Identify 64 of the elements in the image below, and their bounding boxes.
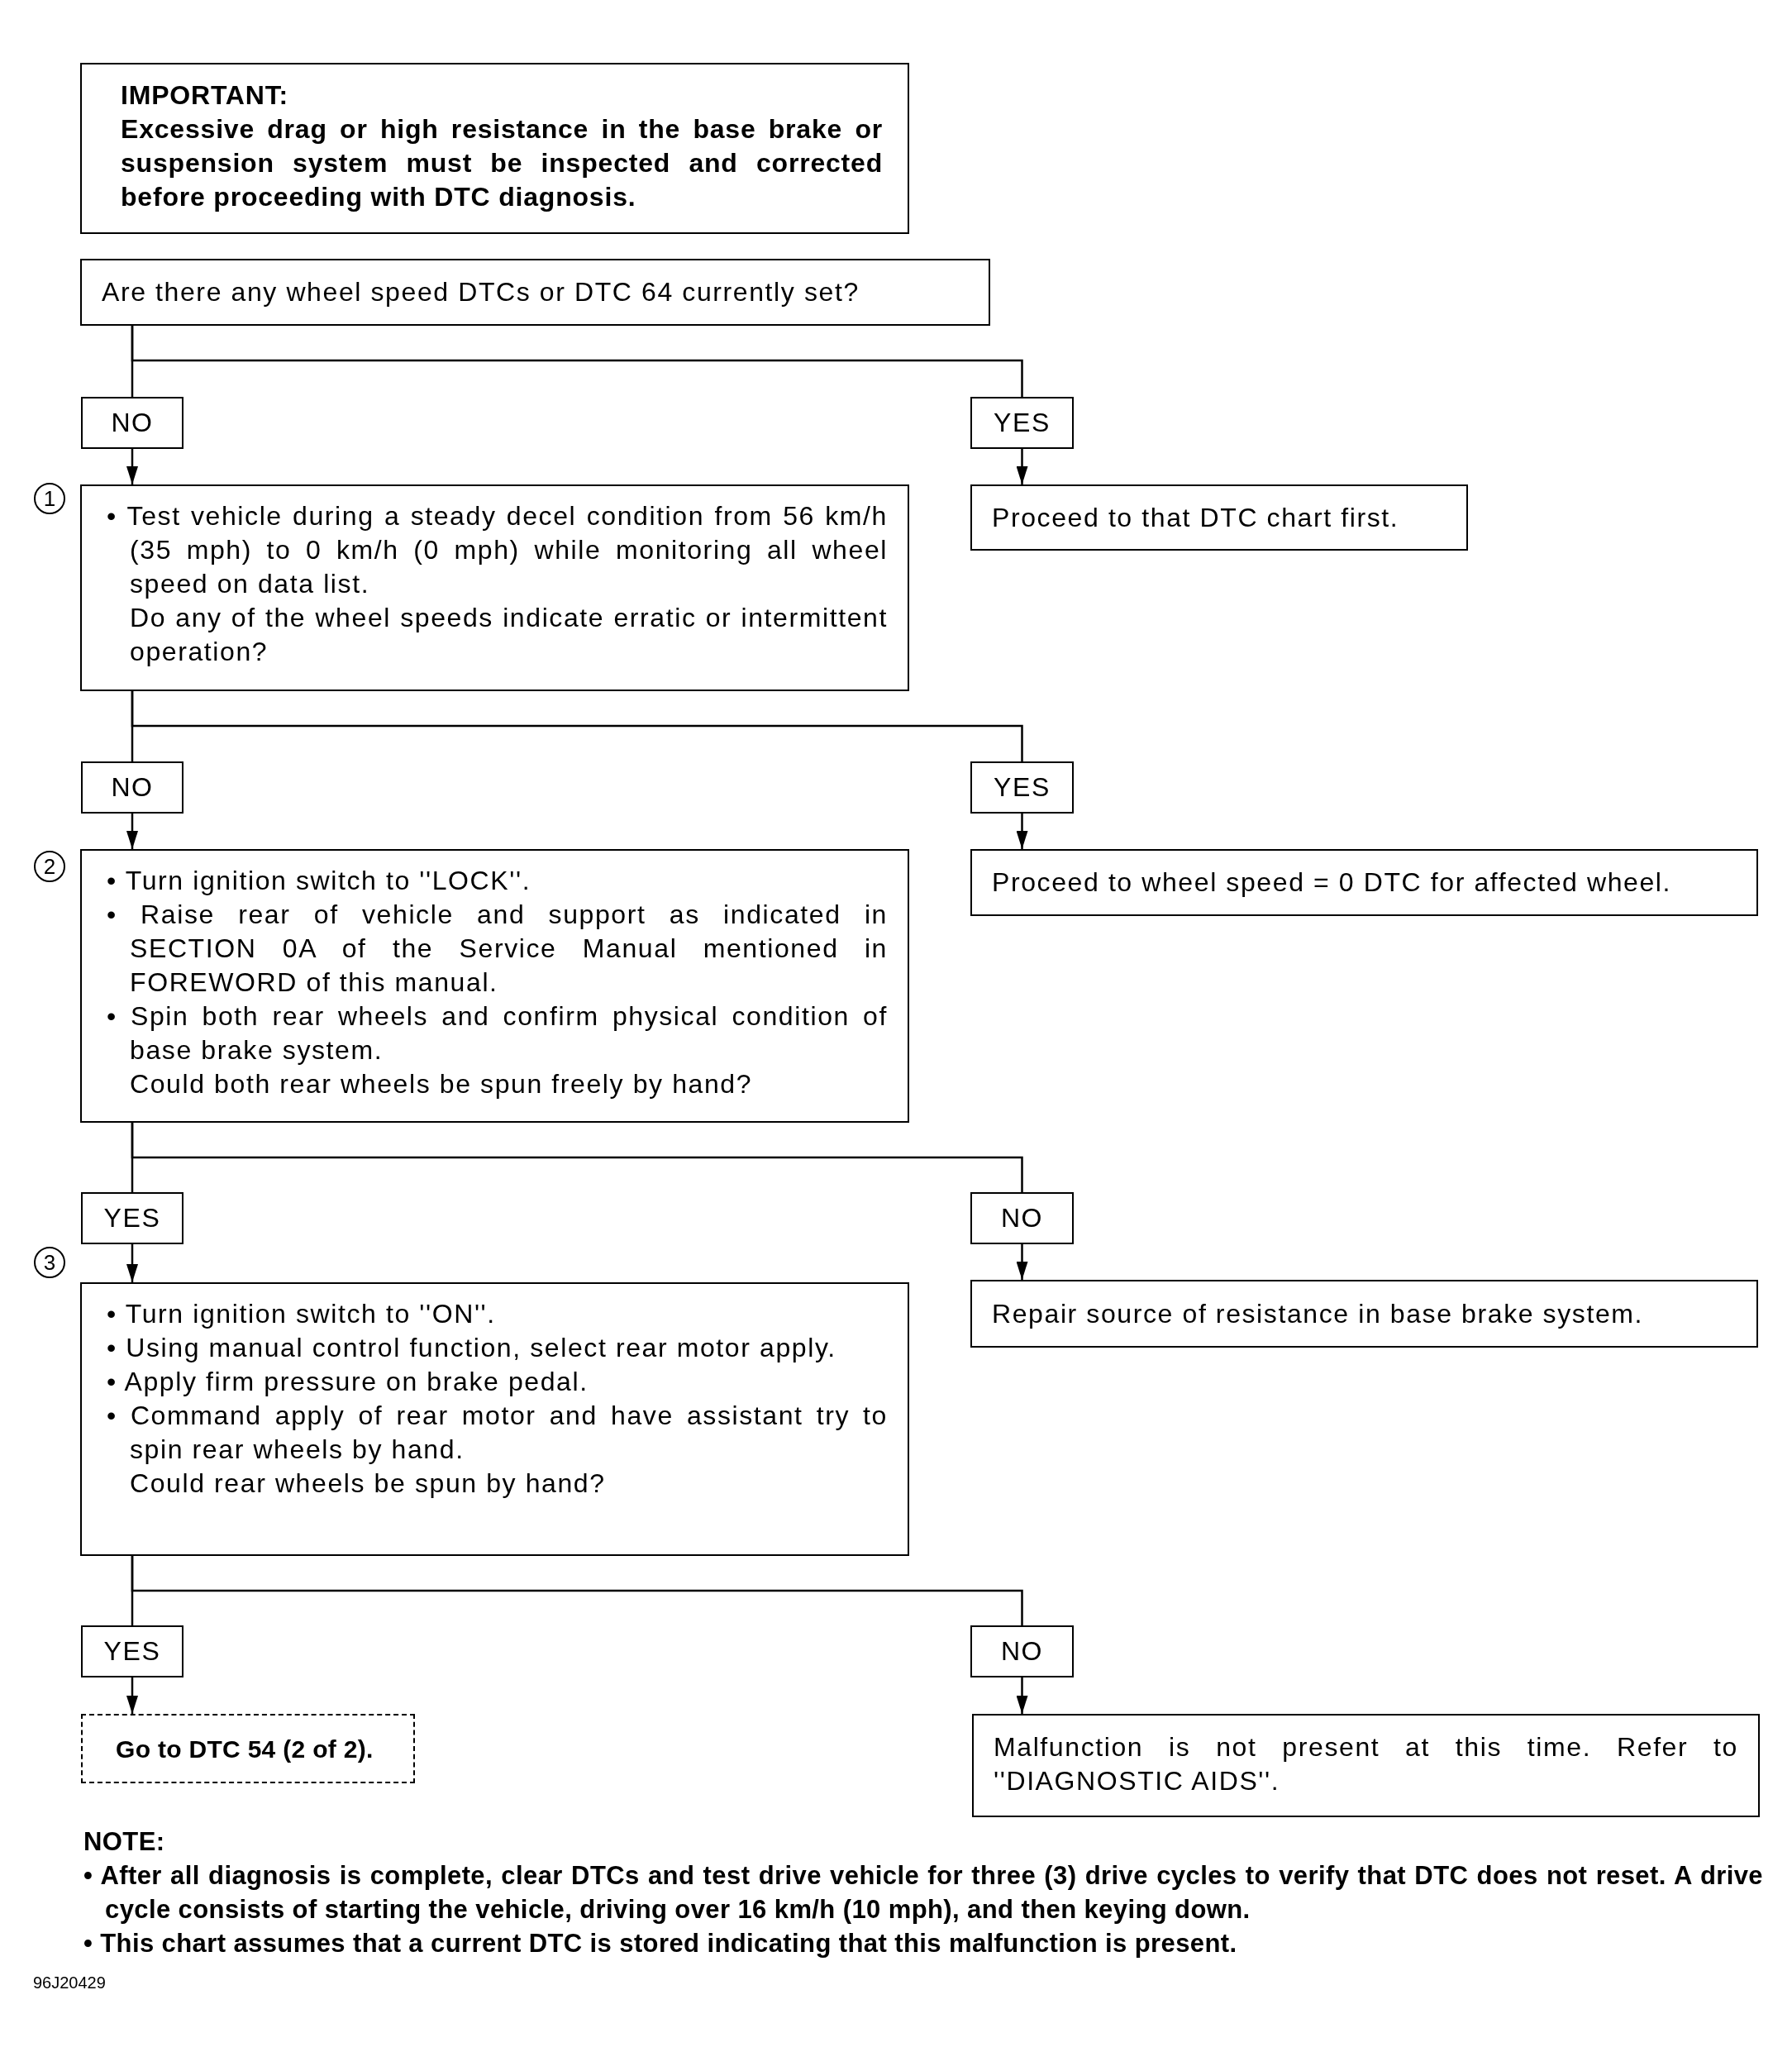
branch-box <box>81 1625 183 1677</box>
bullet-item: • Turn ignition switch to ''LOCK''. <box>107 865 532 897</box>
reference-box <box>81 1714 415 1783</box>
connector-line <box>131 1556 1023 1625</box>
arrow <box>1016 449 1028 484</box>
branch-box <box>81 761 183 814</box>
branch-box <box>81 1192 183 1244</box>
step-box <box>80 484 909 691</box>
branch-label: NO <box>999 1635 1045 1668</box>
branch-box <box>970 1625 1074 1677</box>
result-box <box>970 849 1758 916</box>
bullet-item: • Using manual control function, select rear motor apply. <box>107 1332 837 1364</box>
result-text: Malfunction is not present at this time. Refer to ''DIAGNOSTIC AIDS''. <box>994 1731 1738 1797</box>
question-text: Could rear wheels be spun by hand? <box>129 1467 607 1500</box>
arrow <box>1016 1677 1028 1714</box>
result-box <box>970 484 1468 551</box>
result-text: Proceed to that DTC chart first. <box>992 501 1400 534</box>
note-item: • After all diagnosis is complete, clear DTCs and test drive vehicle for three (3) drive cycles to verify that DTC does not reset. A drive cycle consists of starting the vehicle, driving over 16 km/h (10 mph), and then keying down. <box>83 1860 1763 1926</box>
bullet-item: • Apply firm pressure on brake pedal. <box>107 1366 589 1398</box>
arrow <box>126 1677 138 1714</box>
branch-label: YES <box>993 771 1051 804</box>
note-heading: IMPORTANT: <box>121 79 289 112</box>
branch-label: YES <box>993 407 1051 439</box>
step-box <box>80 849 909 1123</box>
question-text: Could both rear wheels be spun freely by hand? <box>129 1068 754 1100</box>
step-number: 1 <box>34 483 65 514</box>
reference-text: Go to DTC 54 (2 of 2). <box>116 1734 374 1764</box>
important-note-box <box>80 63 909 234</box>
note-item: • This chart assumes that a current DTC is stored indicating that this malfunction is present. <box>83 1928 1238 1959</box>
result-text: Repair source of resistance in base brake system. <box>992 1297 1645 1330</box>
question-text: Do any of the wheel speeds indicate erratic or intermittent operation? <box>129 602 888 668</box>
arrow <box>1016 1244 1028 1280</box>
arrow <box>126 1244 138 1282</box>
branch-label: NO <box>999 1202 1045 1234</box>
question-text: Are there any wheel speed DTCs or DTC 64 currently set? <box>102 276 860 308</box>
branch-box <box>81 397 183 449</box>
result-box <box>970 1280 1758 1348</box>
result-box <box>972 1714 1760 1817</box>
branch-label: NO <box>110 771 155 804</box>
bullet-item: • Test vehicle during a steady decel condition from 56 km/h (35 mph) to 0 km/h (0 mph) while monitoring all wheel speed on data list. <box>107 500 888 600</box>
arrow <box>126 814 138 849</box>
bullet-item: • Turn ignition switch to ''ON''. <box>107 1298 497 1330</box>
bullet-item: • Command apply of rear motor and have assistant try to spin rear wheels by hand. <box>107 1400 888 1466</box>
note-heading: NOTE: <box>83 1826 166 1858</box>
branch-box <box>970 397 1074 449</box>
branch-label: YES <box>102 1635 162 1668</box>
branch-box <box>970 761 1074 814</box>
step-number: 3 <box>34 1247 65 1278</box>
step-box <box>80 1282 909 1556</box>
connector-line <box>131 1123 1023 1192</box>
branch-box <box>970 1192 1074 1244</box>
figure-code: 96J20429 <box>33 1973 106 1992</box>
step-number: 2 <box>34 851 65 882</box>
result-text: Proceed to wheel speed = 0 DTC for affected wheel. <box>992 866 1673 899</box>
arrow <box>1016 814 1028 849</box>
bullet-item: • Raise rear of vehicle and support as indicated in SECTION 0A of the Service Manual mentioned in FOREWORD of this manual. <box>107 899 888 999</box>
branch-label: NO <box>110 407 155 439</box>
arrow <box>126 449 138 484</box>
connector-line <box>131 691 1023 761</box>
connector-line <box>131 326 1023 397</box>
question-box <box>80 259 990 326</box>
bullet-item: • Spin both rear wheels and confirm physical condition of base brake system. <box>107 1000 888 1067</box>
branch-label: YES <box>102 1202 162 1234</box>
note-text: Excessive drag or high resistance in the base brake or suspension system must be inspected and corrected before proceeding with DTC diagnosis. <box>121 113 883 213</box>
